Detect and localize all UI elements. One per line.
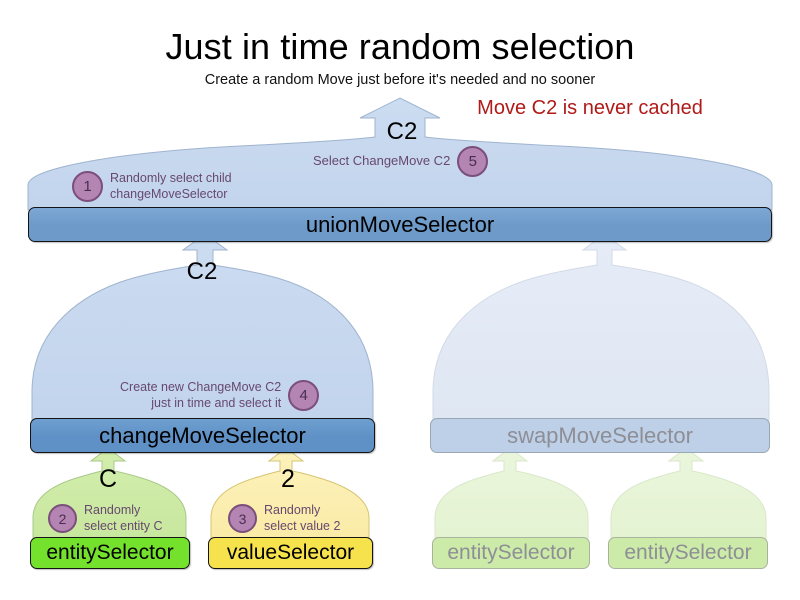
step-badge-1: 1 [72, 171, 103, 203]
flow-shape-union [27, 97, 773, 211]
node-ghost-entity-selector-1[interactable]: entitySelector [432, 537, 590, 569]
node-ghost-entity-selector-2[interactable]: entitySelector [608, 537, 768, 569]
annotation-text-4: Create new ChangeMove C2 just in time an… [120, 380, 282, 410]
node-entity-selector[interactable]: entitySelector [30, 537, 190, 569]
node-union-move-selector[interactable]: unionMoveSelector [28, 207, 772, 242]
annotation-step-5: Select ChangeMove C2 5 [313, 146, 489, 177]
annotation-step-1: 1 Randomly select child changeMoveSelect… [72, 171, 232, 203]
flow-label-entity: C [98, 465, 118, 493]
annotation-step-4: Create new ChangeMove C2 just in time an… [120, 380, 320, 412]
annotation-step-2: 2 Randomly select entity C [48, 503, 163, 534]
step-badge-2: 2 [48, 504, 77, 534]
node-swap-move-selector[interactable]: swapMoveSelector [430, 418, 770, 453]
node-change-move-selector[interactable]: changeMoveSelector [30, 418, 375, 453]
page-title: Just in time random selection [165, 26, 635, 67]
annotation-text-3: Randomly select value 2 [264, 503, 341, 533]
flow-shape-ghost-entity-1 [434, 447, 589, 541]
annotation-text-1: Randomly select child changeMoveSelector [110, 171, 232, 201]
step-badge-3: 3 [228, 504, 257, 534]
warning-text: Move C2 is never cached [477, 97, 703, 119]
flow-shape-swap [432, 233, 770, 422]
step-badge-4: 4 [288, 380, 320, 412]
annotation-text-2: Randomly select entity C [84, 503, 163, 533]
flow-label-union: C2 [386, 118, 418, 145]
flow-shape-change [31, 233, 374, 422]
annotation-step-3: 3 Randomly select value 2 [228, 503, 340, 534]
flow-label-change: C2 [186, 258, 218, 285]
step-badge-5: 5 [457, 146, 489, 177]
flow-shape-ghost-entity-2 [610, 447, 767, 541]
annotation-text-5: Select ChangeMove C2 [313, 153, 451, 169]
page-subtitle: Create a random Move just before it's ne… [204, 72, 596, 88]
flow-label-value: 2 [281, 465, 295, 493]
node-value-selector[interactable]: valueSelector [208, 537, 373, 569]
